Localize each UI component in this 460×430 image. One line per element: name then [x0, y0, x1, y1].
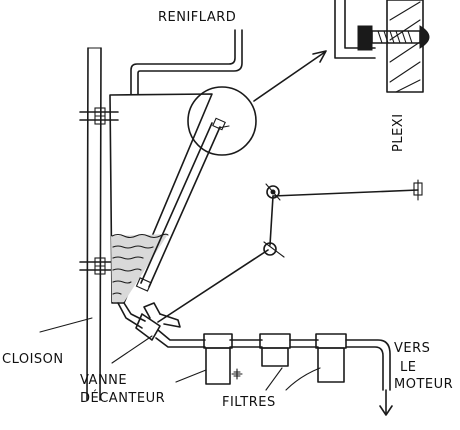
detail-circle [187, 86, 257, 156]
leader-decanteur [175, 369, 207, 383]
filter-2 [259, 333, 291, 367]
label-moteur: MOTEUR [394, 377, 453, 392]
label-cloison: CLOISON [2, 352, 64, 367]
label-le: LE [400, 360, 416, 375]
partition-wall [86, 47, 102, 401]
label-plexi: PLEXI [391, 113, 406, 152]
label-vanne: VANNE [80, 373, 127, 388]
leader-vanne [111, 335, 153, 364]
filter-1 [203, 333, 243, 385]
plexi-detail [334, 0, 430, 93]
label-vers: VERS [394, 341, 430, 356]
filter-3 [315, 333, 347, 383]
decanter-valve [117, 302, 181, 341]
label-filtres: FILTRES [222, 395, 276, 410]
leader-filtres-2 [285, 367, 321, 391]
breather-pipe [130, 29, 243, 95]
leader-cloison [39, 317, 93, 333]
leader-filtres-1 [265, 367, 283, 391]
detail-arrow [253, 50, 327, 102]
mounting-bracket-top [79, 107, 119, 125]
level-linkage [157, 179, 423, 323]
fuel-line [155, 329, 391, 391]
outlet-arrow [379, 389, 393, 416]
sight-tube [135, 117, 230, 292]
fuel-level [111, 233, 169, 302]
label-reniflard: RENIFLARD [158, 10, 236, 25]
label-decanteur: DÉCANTEUR [80, 390, 165, 406]
